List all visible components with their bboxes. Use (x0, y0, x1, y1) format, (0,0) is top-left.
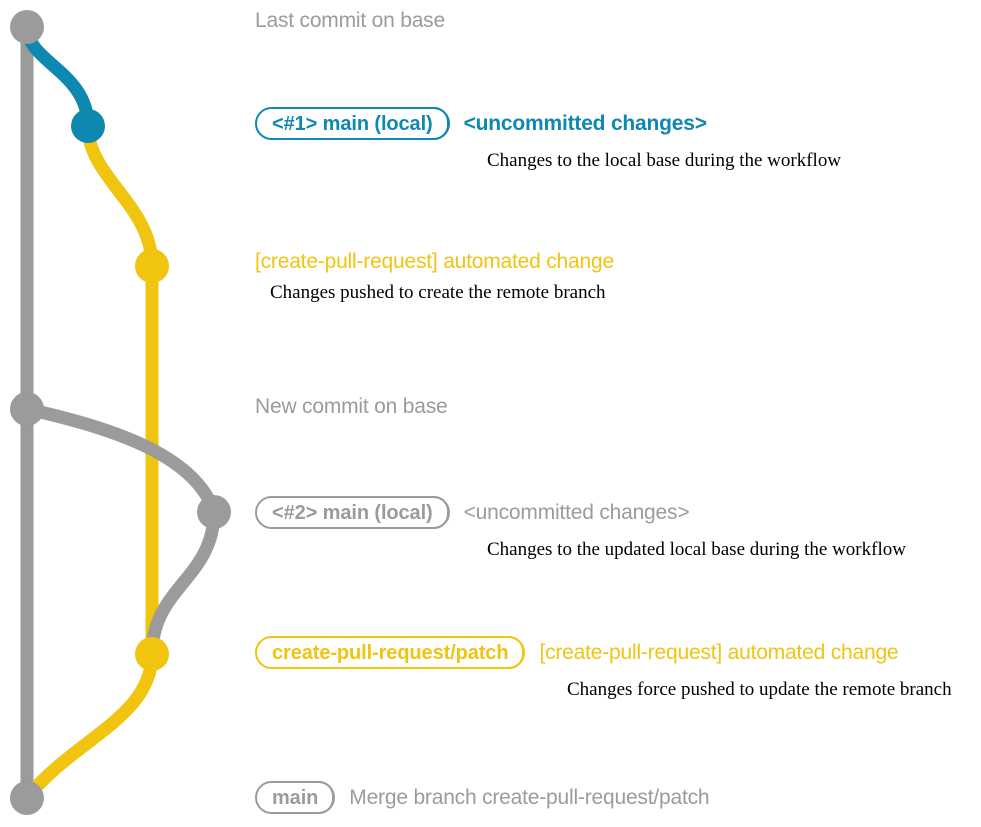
commit-headline: Last commit on base (255, 10, 445, 31)
commit-description: Changes to the local base during the wor… (487, 150, 842, 171)
edge-local2-to-remote2 (145, 505, 221, 661)
commit-headline: New commit on base (255, 395, 448, 418)
edge-remote2-to-merge (20, 647, 159, 805)
commit-subject: New commit on base (255, 395, 448, 418)
commit-node-remote-1 (135, 249, 169, 283)
commit-subject: <uncommitted changes> (463, 112, 707, 135)
commit-row-automated-change-2: create-pull-request/patch [create-pull-r… (255, 636, 952, 699)
commit-headline: create-pull-request/patch [create-pull-r… (255, 636, 952, 669)
commit-node-merge (10, 781, 44, 815)
edge-local1-to-remote1 (81, 119, 159, 273)
commit-node-local-2 (197, 495, 231, 529)
commit-node-new-base (10, 392, 44, 426)
commit-subject: <uncommitted changes> (463, 501, 690, 524)
commit-row-new-commit-on-base: New commit on base (255, 395, 448, 418)
edge-newbase-to-local2 (20, 402, 221, 519)
commit-description: Changes pushed to create the remote bran… (270, 282, 606, 303)
branch-chip-create-pull-request-patch[interactable]: create-pull-request/patch (255, 636, 526, 669)
graph-nodes (10, 10, 231, 815)
commit-subject: Last commit on base (255, 9, 445, 32)
branch-chip-main-local-2[interactable]: <#2> main (local) (255, 496, 450, 529)
commit-subject: [create-pull-request] automated change (539, 641, 899, 664)
commit-headline: <#2> main (local) <uncommitted changes> (255, 496, 906, 529)
commit-headline: main Merge branch create-pull-request/pa… (255, 781, 710, 814)
commit-subject: Merge branch create-pull-request/patch (349, 786, 710, 809)
commit-description: Changes force pushed to update the remot… (567, 679, 952, 700)
commit-node-local-1 (71, 109, 105, 143)
commit-node-base-head (10, 10, 44, 44)
commit-row-last-commit-on-base: Last commit on base (255, 10, 445, 31)
commit-subject: [create-pull-request] automated change (255, 250, 614, 273)
branch-chip-main[interactable]: main (255, 781, 336, 814)
commit-description: Changes to the updated local base during… (487, 539, 906, 560)
commit-headline: <#1> main (local) <uncommitted changes> (255, 107, 841, 140)
commit-row-local-uncommitted-1: <#1> main (local) <uncommitted changes> … (255, 107, 841, 170)
commit-headline: [create-pull-request] automated change (255, 251, 614, 272)
commit-row-local-uncommitted-2: <#2> main (local) <uncommitted changes> … (255, 496, 906, 559)
branch-chip-main-local-1[interactable]: <#1> main (local) (255, 107, 450, 140)
commit-row-merge-commit: main Merge branch create-pull-request/pa… (255, 781, 710, 814)
commit-node-remote-2 (135, 637, 169, 671)
commit-row-automated-change-1: [create-pull-request] automated change C… (255, 251, 614, 302)
